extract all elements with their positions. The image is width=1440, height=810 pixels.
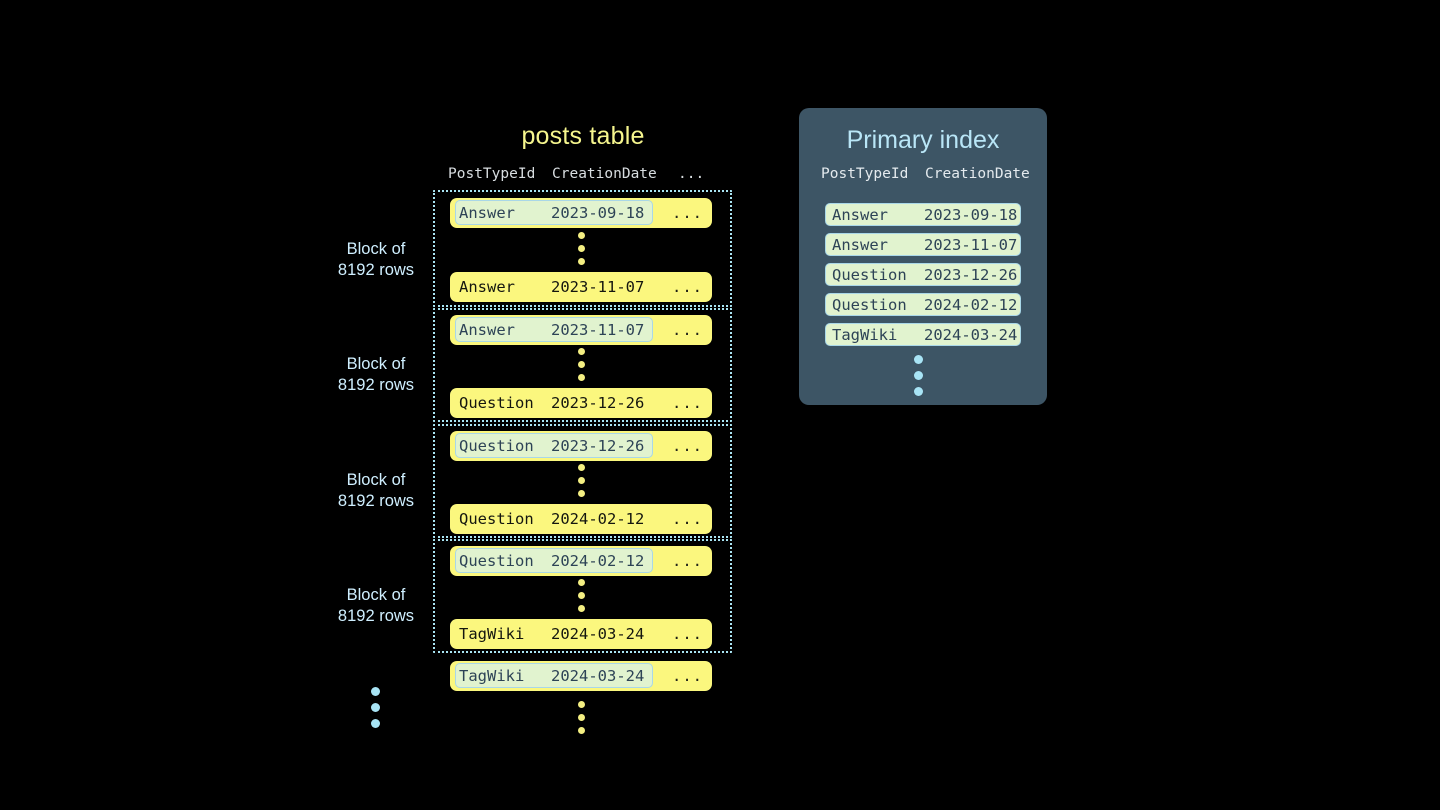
primary-index-panel: Primary index PostTypeId CreationDate An… [799,108,1047,405]
table-row: Question 2023-12-26 ... [450,388,712,418]
block-frame-1 [433,190,732,307]
cell-creationdate: 2024-03-24 [924,326,1018,344]
cell-more: ... [672,394,703,412]
cell-creationdate: 2023-12-26 [551,394,645,412]
primary-index-column-headers: PostTypeId CreationDate [821,166,1031,186]
cell-more: ... [672,667,703,685]
block-label-1-line1: Block of [346,240,406,258]
cell-posttypeid: Question [459,437,534,455]
cell-more: ... [672,552,703,570]
cell-posttypeid: Answer [459,321,515,339]
cell-creationdate: 2023-11-07 [551,321,645,339]
index-ellipsis [914,355,923,403]
row-key-highlight [455,548,653,573]
cell-posttypeid: Question [459,552,534,570]
cell-posttypeid: Question [459,394,534,412]
cell-more: ... [672,278,703,296]
index-row: Answer 2023-09-18 [825,203,1021,226]
block-frame-2 [433,308,732,422]
cell-posttypeid: Question [459,510,534,528]
cell-posttypeid: Answer [459,278,515,296]
cell-more: ... [672,321,703,339]
index-row: TagWiki 2024-03-24 [825,323,1021,346]
block-label-1: Block of 8192 rows [301,239,451,281]
column-header-creationdate: CreationDate [925,166,1030,182]
block-label-3-line2: 8192 rows [337,492,415,510]
row-ellipsis-3 [578,464,585,497]
row-ellipsis-2 [578,348,585,381]
cell-creationdate: 2024-02-12 [551,552,645,570]
block-frame-3 [433,424,732,538]
column-header-creationdate: CreationDate [552,166,657,182]
cell-posttypeid: TagWiki [832,326,898,344]
cell-creationdate: 2024-02-12 [551,510,645,528]
table-row: Answer 2023-11-07 ... [450,272,712,302]
cell-posttypeid: TagWiki [459,625,525,643]
table-row: Question 2024-02-12 ... [450,546,712,576]
table-row: Question 2024-02-12 ... [450,504,712,534]
cell-creationdate: 2023-12-26 [551,437,645,455]
cell-posttypeid: Question [832,266,907,284]
index-row: Answer 2023-11-07 [825,233,1021,256]
column-header-posttypeid: PostTypeId [448,166,536,182]
block-label-3: Block of 8192 rows [301,470,451,512]
table-row: Answer 2023-11-07 ... [450,315,712,345]
cell-creationdate: 2024-03-24 [551,667,645,685]
cell-more: ... [672,625,703,643]
table-row: TagWiki 2024-03-24 ... [450,661,712,691]
row-key-highlight [455,433,653,458]
block-label-4-line1: Block of [346,586,406,604]
cell-creationdate: 2023-09-18 [551,204,645,222]
cell-creationdate: 2023-11-07 [924,236,1018,254]
cell-posttypeid: Question [832,296,907,314]
page-title: posts table [521,122,645,150]
cell-more: ... [672,437,703,455]
cell-creationdate: 2024-03-24 [551,625,645,643]
column-header-posttypeid: PostTypeId [821,166,909,182]
cell-creationdate: 2023-12-26 [924,266,1018,284]
cell-posttypeid: Answer [832,236,888,254]
block-ellipsis-bottom [371,687,380,735]
cell-posttypeid: TagWiki [459,667,525,685]
row-key-highlight [455,663,653,688]
row-key-highlight [455,200,653,225]
index-row: Question 2023-12-26 [825,263,1021,286]
table-row: Answer 2023-09-18 ... [450,198,712,228]
table-ellipsis-bottom [578,701,585,734]
table-row: Question 2023-12-26 ... [450,431,712,461]
cell-posttypeid: Answer [459,204,515,222]
cell-posttypeid: Answer [832,206,888,224]
column-header-more: ... [678,166,705,182]
block-label-4: Block of 8192 rows [301,585,451,627]
table-row: TagWiki 2024-03-24 ... [450,619,712,649]
block-label-3-line1: Block of [346,471,406,489]
posts-table-column-headers: PostTypeId CreationDate ... [448,166,728,186]
block-label-2-line2: 8192 rows [337,376,415,394]
row-ellipsis-1 [578,232,585,265]
block-label-2-line1: Block of [346,355,406,373]
row-key-highlight [455,317,653,342]
block-label-4-line2: 8192 rows [337,607,415,625]
row-ellipsis-4 [578,579,585,612]
block-label-1-line2: 8192 rows [337,261,415,279]
block-label-2: Block of 8192 rows [301,354,451,396]
cell-creationdate: 2024-02-12 [924,296,1018,314]
cell-creationdate: 2023-09-18 [924,206,1018,224]
cell-more: ... [672,204,703,222]
block-frame-4 [433,539,732,653]
index-row: Question 2024-02-12 [825,293,1021,316]
cell-more: ... [672,510,703,528]
cell-creationdate: 2023-11-07 [551,278,645,296]
primary-index-title: Primary index [846,126,1000,154]
